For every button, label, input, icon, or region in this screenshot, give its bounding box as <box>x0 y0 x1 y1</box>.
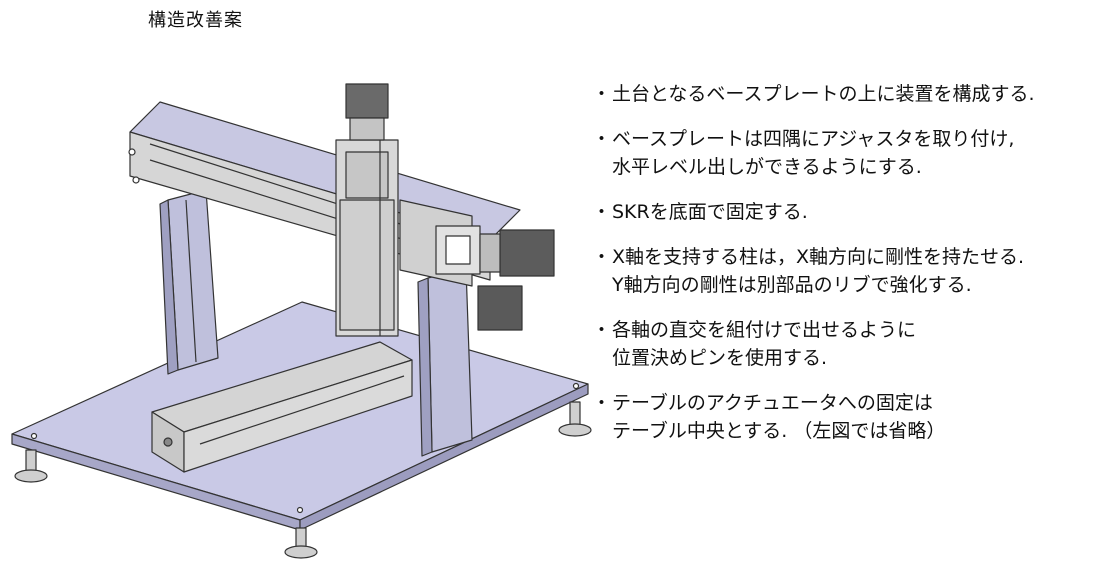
right-column <box>417 267 473 457</box>
note-line: テーブル中央とする. （左図では省略） <box>612 420 946 442</box>
note-item: ベースプレートは四隅にアジャスタを取り付け, 水平レベル出しができるようにする. <box>592 125 1102 181</box>
notes-list: 土台となるベースプレートの上に装置を構成する. ベースプレートは四隅にアジャスタ… <box>592 80 1102 462</box>
left-column <box>159 189 219 375</box>
note-item: SKRを底面で固定する. <box>592 198 1102 226</box>
note-line: 土台となるベースプレートの上に装置を構成する. <box>612 83 1035 105</box>
note-line: ベースプレートは四隅にアジャスタを取り付け, <box>612 128 1015 150</box>
table-actuator <box>151 341 413 473</box>
note-item: X軸を支持する柱は，X軸方向に剛性を持たせる. Y軸方向の剛性は別部品のリブで強… <box>592 243 1102 299</box>
note-line: Y軸方向の剛性は別部品のリブで強化する. <box>612 274 972 296</box>
note-item: 各軸の直交を組付けで出せるように 位置決めピンを使用する. <box>592 316 1102 372</box>
note-item: テーブルのアクチュエータへの固定は テーブル中央とする. （左図では省略） <box>592 389 1102 445</box>
note-line: 各軸の直交を組付けで出せるように <box>612 319 917 341</box>
machine-3d-drawing <box>11 83 592 559</box>
note-line: X軸を支持する柱は，X軸方向に剛性を持たせる. <box>612 246 1025 268</box>
note-line: SKRを底面で固定する. <box>612 201 808 223</box>
z-motor <box>345 83 389 141</box>
y-axis-unit <box>399 199 555 331</box>
note-line: 水平レベル出しができるようにする. <box>612 156 922 178</box>
z-axis-carriage <box>335 139 399 337</box>
page-title: 構造改善案 <box>148 10 243 31</box>
bolt-holes <box>30 148 580 514</box>
adjuster-feet <box>14 401 592 559</box>
note-item: 土台となるベースプレートの上に装置を構成する. <box>592 80 1102 108</box>
note-line: テーブルのアクチュエータへの固定は <box>612 392 933 414</box>
note-line: 位置決めピンを使用する. <box>612 347 828 369</box>
